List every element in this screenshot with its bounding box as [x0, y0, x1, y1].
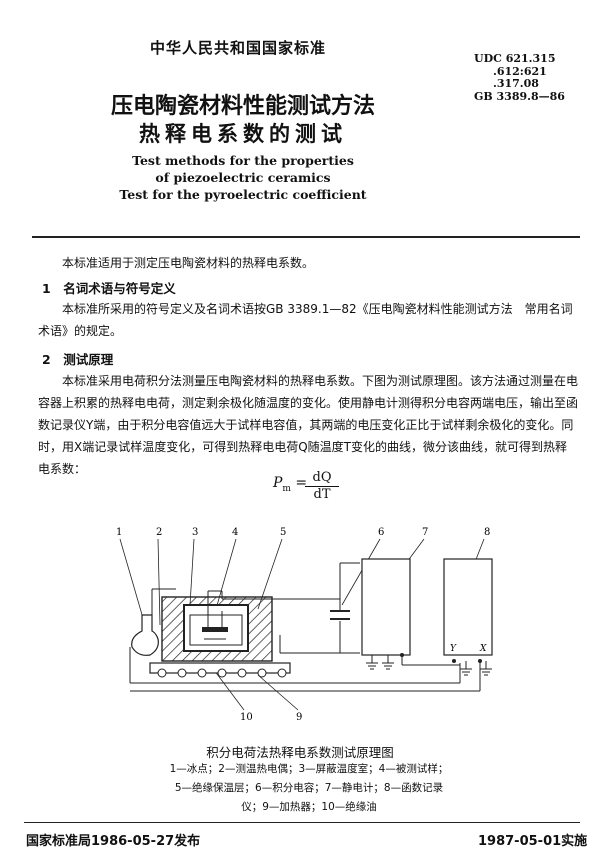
callout-4: 4 — [232, 527, 238, 538]
figure-caption: 积分电荷法热释电系数测试原理图 — [206, 745, 394, 760]
insulating-oil — [189, 614, 243, 646]
callout-2: 2 — [156, 527, 162, 538]
ground-symbols — [366, 655, 492, 676]
section-1-heading: 1 名词术语与符号定义 — [42, 281, 176, 296]
formula-fraction: dQ dT — [305, 470, 339, 502]
legend-line-3: 仪；9—加热器；10—绝缘油 — [241, 801, 377, 813]
terminal-y-label: Y — [450, 644, 457, 654]
test-sample — [202, 627, 228, 632]
circuit-wiring — [129, 562, 481, 692]
formula-lhs: Pm = — [273, 475, 307, 494]
section-1-paragraph: 本标准所采用的符号定义及名词术语按GB 3389.1—82《压电陶瓷材料性能测试… — [38, 302, 573, 338]
title-en-line2: of piezoelectric ceramics — [155, 170, 331, 185]
intro-paragraph: 本标准适用于测定压电陶瓷材料的热释电系数。 — [62, 256, 315, 270]
callout-10: 10 — [240, 712, 253, 723]
callout-7: 7 — [422, 527, 428, 538]
udc-line-2: .612:621 — [493, 64, 547, 78]
footer-rule — [24, 822, 580, 823]
formula-denominator: dT — [313, 487, 331, 502]
formula-symbol: P — [273, 475, 283, 491]
gb-number: GB 3389.8—86 — [474, 89, 565, 103]
legend-line-1: 1—冰点；2—测温热电偶；3—屏蔽温度室；4—被测试样； — [169, 763, 449, 775]
effective-date: 1987-05-01实施 — [478, 834, 588, 849]
section-2-heading: 2 测试原理 — [42, 352, 114, 367]
function-recorder — [443, 558, 493, 656]
callout-8: 8 — [484, 527, 490, 538]
test-circuit-diagram: 1 2 3 4 5 6 7 8 10 9 — [116, 527, 493, 723]
callout-6: 6 — [378, 527, 384, 538]
heater-coils — [157, 668, 287, 678]
section-2-paragraph: 本标准采用电荷积分法测量压电陶瓷材料的热释电系数。下图为测试原理图。该方法通过测… — [38, 374, 579, 476]
callout-1: 1 — [116, 527, 122, 538]
electrometer — [361, 558, 411, 656]
callout-9: 9 — [296, 712, 302, 723]
legend-line-2: 5—绝缘保温层；6—积分电容；7—静电计；8—函数记录 — [174, 782, 444, 794]
udc-line-3: .317.08 — [493, 77, 539, 90]
callout-5: 5 — [280, 527, 286, 538]
title-cn-line2: 热释电系数的测试 — [139, 122, 347, 146]
formula-numerator: dQ — [305, 470, 339, 487]
header-rule — [32, 236, 580, 238]
terminal-x-label: X — [479, 644, 487, 654]
ice-point-flask — [131, 614, 159, 656]
standard-org-header: 中华人民共和国国家标准 — [150, 39, 327, 57]
issue-date: 国家标准局1986-05-27发布 — [26, 834, 201, 849]
callout-3: 3 — [192, 527, 198, 538]
formula-subscript: m — [282, 483, 291, 494]
title-cn-line1: 压电陶瓷材料性能测试方法 — [110, 94, 375, 119]
title-en-line1: Test methods for the properties — [132, 153, 354, 168]
udc-classification: UDC 621.315 .612:621 .317.08 GB 3389.8—8… — [474, 52, 565, 103]
udc-line-1: UDC 621.315 — [474, 52, 556, 65]
title-en-line3: Test for the pyroelectric coefficient — [119, 187, 367, 202]
formula-equals: = — [295, 475, 308, 491]
